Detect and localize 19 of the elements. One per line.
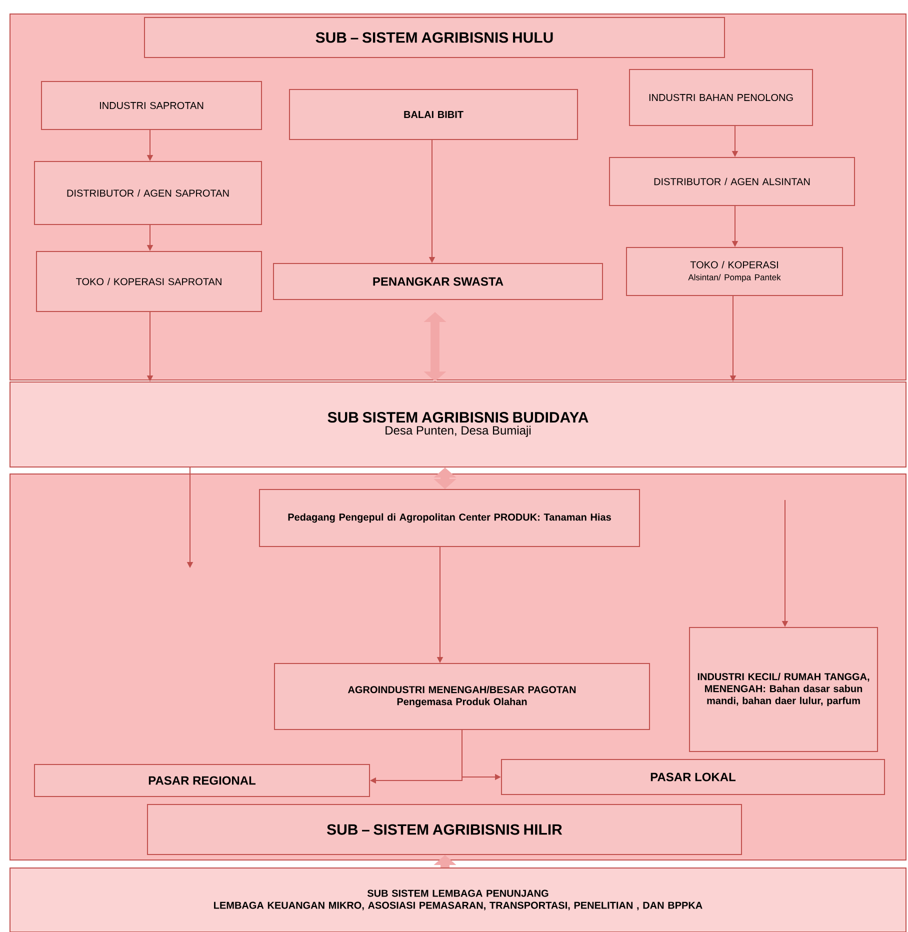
block-arrow [434, 468, 456, 489]
process-box: DISTRIBUTOR / AGEN ALSINTAN [609, 157, 855, 206]
process-box: AGROINDUSTRI MENENGAH/BESAR PAGOTAN Pengemasa Produk Olahan [274, 663, 650, 730]
block-arrow [424, 312, 446, 382]
process-box: SUB – SISTEM AGRIBISNIS HULU [144, 17, 725, 58]
process-box: PASAR LOKAL [501, 759, 885, 795]
process-box: BALAI BIBIT [289, 89, 578, 140]
process-box: TOKO / KOPERASI SAPROTAN [36, 251, 262, 312]
band: SUB SISTEM AGRIBISNIS BUDIDAYA Desa Punten, Desa Bumiaji [10, 382, 906, 468]
process-box: SUB – SISTEM AGRIBISNIS HILIR [147, 804, 742, 855]
process-box: INDUSTRI BAHAN PENOLONG [629, 69, 813, 126]
band: SUB SISTEM LEMBAGA PENUNJANG LEMBAGA KEUANGAN MIKRO, ASOSIASI PEMASARAN, TRANSPORTASI, PENELITIAN , DAN BPPKA [10, 868, 906, 932]
process-box: PASAR REGIONAL [34, 764, 370, 797]
process-box: PENANGKAR SWASTA [273, 263, 603, 300]
process-box: INDUSTRI KECIL/ RUMAH TANGGA, MENENGAH: Bahan dasar sabun mandi, bahan daer lulur, parfum [689, 627, 878, 752]
process-box: DISTRIBUTOR / AGEN SAPROTAN [34, 161, 262, 225]
process-box: TOKO / KOPERASI Alsintan/ Pompa Pantek [626, 247, 843, 296]
process-box: Pedagang Pengepul di Agropolitan Center PRODUK: Tanaman Hias [259, 489, 640, 547]
process-box: INDUSTRI SAPROTAN [41, 81, 262, 130]
